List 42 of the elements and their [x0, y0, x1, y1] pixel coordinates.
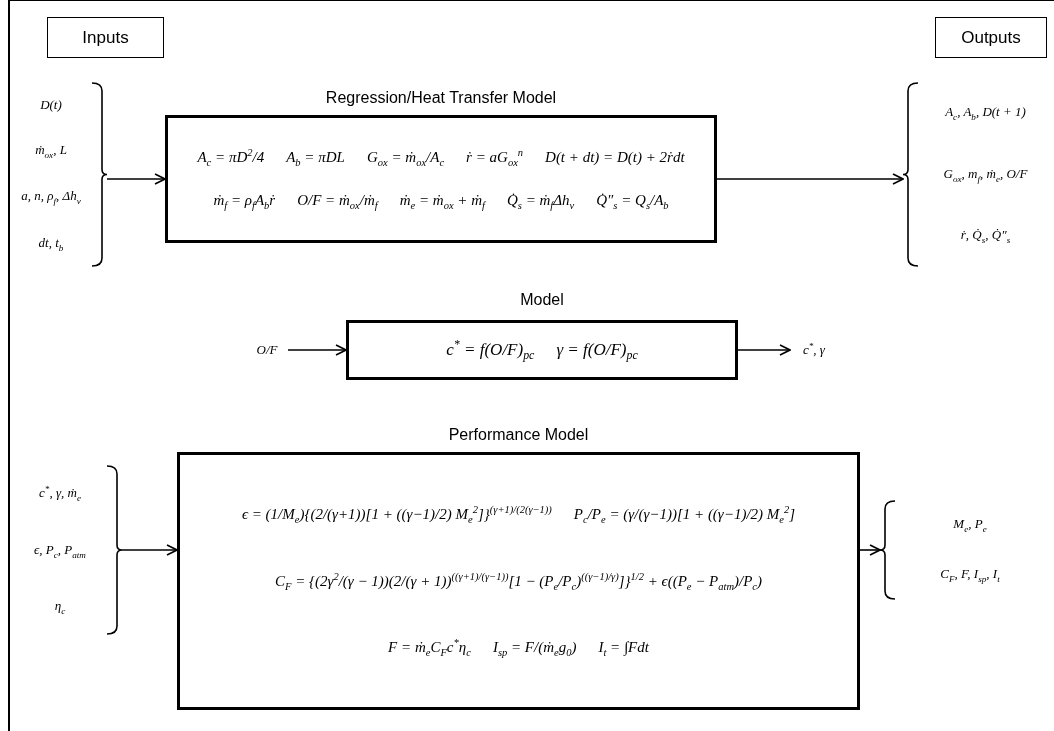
variable-list: G$_{ox}$, m$_{f}$, ṁ$_{e}$, O/F — [943, 165, 1028, 184]
equation: Q̇$_{s}$ = ṁ$_{f}$Δh$_{v}$ — [506, 192, 575, 212]
label-box: Inputs — [47, 17, 164, 58]
variable-list: a, n, ρ$_{f}$, Δh$_{v}$ — [21, 188, 81, 206]
model-title: Regression/Heat Transfer Model — [324, 87, 558, 108]
equation: C$_{F}$ = {(2γ$^{2}$/(γ − 1))(2/(γ + 1))$^{((γ+1)/(γ−1))}$[1 − (P$_{e}$/P$_{c}$)$^{((γ−1)/γ)}$]}$^{1/2}$ + ϵ((P$_{e}$ − P$_{atm}$)/P$_{c}$) — [274, 570, 763, 592]
variable-list: ϵ, P$_{c}$, P$_{atm}$ — [34, 541, 86, 560]
equation: ṁ$_{f}$ = ρ$_{f}$A$_{b}$ṙ — [213, 192, 276, 212]
equation: O/F = ṁ$_{ox}$/ṁ$_{f}$ — [297, 192, 378, 212]
variable-list: ṁ$_{ox}$, L — [35, 141, 67, 160]
arrow — [716, 173, 904, 185]
variable-list: D(t) — [40, 96, 62, 113]
variable-list: η$_{c}$ — [54, 598, 66, 616]
equation: A$_{c}$ = πD$^{2}$/4 — [197, 146, 265, 168]
arrow — [121, 544, 178, 556]
variable-list: M$_{e}$, P$_{e}$ — [953, 516, 987, 534]
arrow — [859, 544, 881, 556]
equation: ϵ = (1/M$_{e}$){(2/(γ+1))[1 + ((γ−1)/2) M$_{e}$$^{2}$]}$^{(γ+1)/(2(γ−1))}$ — [241, 504, 552, 526]
equation: D(t + dt) = D(t) + 2ṙdt — [545, 148, 685, 166]
equation: A$_{b}$ = πDL — [286, 148, 345, 168]
equation: ṁ$_{e}$ = ṁ$_{ox}$ + ṁ$_{f}$ — [399, 192, 485, 212]
variable-label: O/F — [256, 342, 278, 358]
equation: c$^{*}$ = f(O/F)$_{pc}$ — [446, 336, 535, 363]
arrow — [737, 344, 791, 356]
equation: P$_{c}$/P$_{e}$ = (γ/(γ−1))[1 + ((γ−1)/2) M$_{e}$$^{2}$] — [573, 504, 796, 526]
arrow — [106, 173, 166, 185]
model-title: Performance Model — [447, 424, 590, 445]
variable-list: dt, t$_{b}$ — [38, 234, 64, 253]
arrow — [287, 344, 347, 356]
model-title: Model — [519, 290, 565, 310]
variable-list: ṙ, Q̇$_{s}$, Q̇″$_{s}$ — [960, 227, 1011, 245]
label-box: Outputs — [935, 17, 1047, 58]
equation: G$_{ox}$ = ṁ$_{ox}$/A$_{c}$ — [366, 148, 445, 168]
equation: Q̇″$_{s}$ = Q$_{s}$/A$_{b}$ — [596, 192, 669, 212]
variable-list: A$_{c}$, A$_{b}$, D(t + 1) — [945, 104, 1026, 122]
equation: I$_{sp}$ = F/(ṁ$_{e}$g$_{0}$) — [492, 638, 577, 658]
variable-list: c$^{*}$, γ, ṁ$_{e}$ — [39, 484, 81, 504]
equation: I$_{t}$ = ∫Fdt — [598, 638, 649, 658]
variable-label: c$^{*}$, γ — [803, 341, 825, 359]
equation: F = ṁ$_{e}$C$_{F}$c$^{*}$η$_{c}$ — [388, 636, 471, 658]
variable-list: C$_{F}$, F, I$_{sp}$, I$_{t}$ — [940, 566, 1000, 584]
equation: γ = f(O/F)$_{pc}$ — [556, 339, 638, 363]
